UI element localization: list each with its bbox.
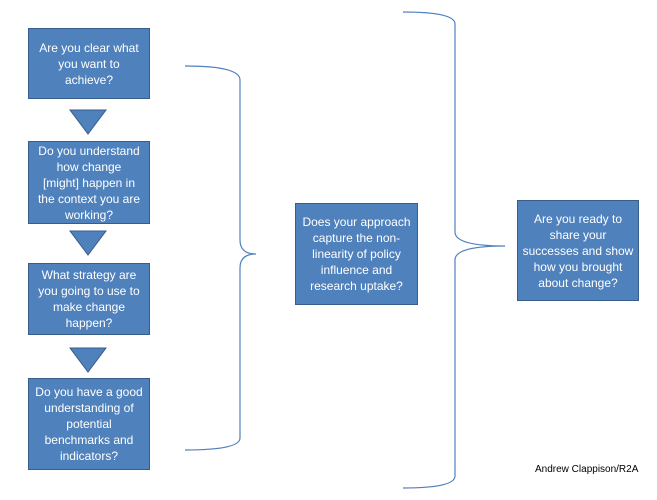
question-box-clear-goals: Are you clear what you want to achieve? — [28, 28, 150, 99]
question-box-strategy: What strategy are you going to use to ma… — [28, 263, 150, 335]
down-arrow-3 — [69, 347, 107, 373]
question-box-share-successes: Are you ready to share your successes an… — [517, 200, 639, 301]
question-box-understand-change: Do you understand how change [might] hap… — [28, 141, 150, 224]
left-brace — [184, 65, 257, 451]
down-arrow-2 — [69, 230, 107, 256]
right-brace — [402, 11, 506, 489]
author-credit: Andrew Clappison/R2A — [535, 464, 639, 475]
question-box-non-linearity: Does your approach capture the non- line… — [295, 203, 418, 305]
down-arrow-1 — [69, 109, 107, 135]
question-box-benchmarks: Do you have a good understanding of pote… — [28, 378, 150, 470]
